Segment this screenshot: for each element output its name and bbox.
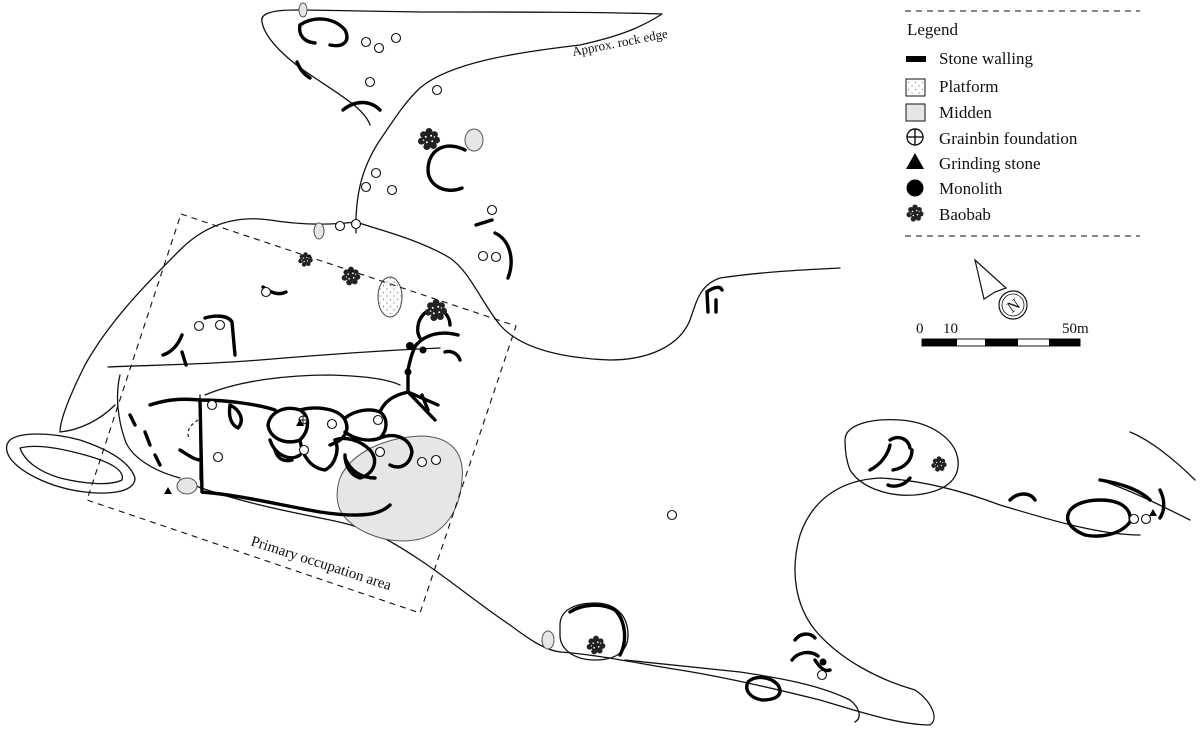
north-arrow: N	[973, 258, 1028, 320]
baobab-trees	[298, 127, 947, 655]
midden-swatch	[905, 103, 926, 122]
post-holes	[193, 32, 1152, 681]
legend: Legend Stone walling Platform Midden Gra…	[905, 10, 1140, 237]
north-arrow-icon	[973, 258, 1008, 300]
legend-title: Legend	[907, 20, 958, 39]
grinding-stone-icon	[906, 153, 924, 169]
legend-label: Grinding stone	[939, 154, 1041, 173]
legend-label: Midden	[939, 103, 992, 122]
platform-area	[377, 276, 403, 318]
legend-label: Platform	[939, 77, 999, 96]
legend-label: Grainbin foundation	[939, 129, 1078, 148]
legend-label: Baobab	[939, 205, 991, 224]
legend-item-midden: Midden	[905, 103, 992, 122]
legend-item-stone-walling: Stone walling	[906, 49, 1033, 68]
scale-tick-10: 10	[943, 321, 958, 337]
monoliths	[404, 342, 827, 666]
grinding-stones	[164, 419, 1157, 516]
monolith-icon	[906, 179, 924, 197]
rock-edge-outlines	[5, 9, 1196, 726]
grainbin-icon	[906, 128, 924, 146]
scale-tick-0: 0	[916, 321, 924, 337]
primary-occupation-label: Primary occupation area	[249, 534, 394, 595]
baobab-icon	[906, 204, 924, 222]
scale-bar: 0 10 50m	[916, 321, 1089, 347]
legend-item-monolith: Monolith	[906, 179, 1003, 198]
legend-label: Stone walling	[939, 49, 1033, 68]
legend-item-grinding-stone: Grinding stone	[906, 153, 1041, 173]
rock-edge-label: Approx. rock edge	[571, 26, 669, 59]
legend-label: Monolith	[939, 179, 1003, 198]
legend-item-baobab: Baobab	[906, 204, 991, 224]
legend-item-platform: Platform	[905, 77, 999, 97]
platform-swatch	[905, 78, 926, 97]
stone-walls	[128, 17, 1166, 702]
stone-walling-swatch	[906, 56, 926, 62]
scale-tick-50m: 50m	[1062, 321, 1089, 337]
legend-item-grainbin: Grainbin foundation	[906, 128, 1078, 148]
primary-occupation-boundary	[86, 213, 517, 614]
